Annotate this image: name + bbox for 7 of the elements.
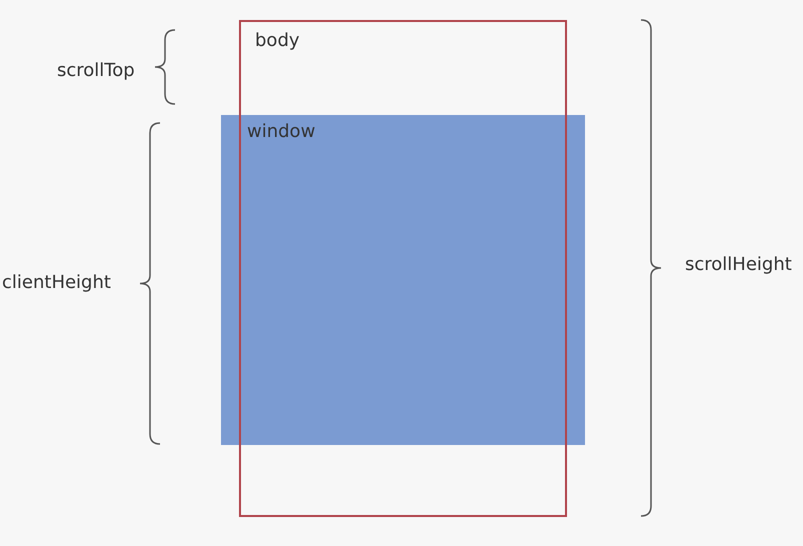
body-outline (239, 20, 567, 517)
dimension-label: scrollHeight (685, 254, 792, 275)
body-label: body (255, 30, 300, 51)
window-area (221, 115, 585, 445)
dimension-label: clientHeight (2, 272, 111, 293)
dimension-label: scrollTop (57, 60, 135, 81)
window-label: window (247, 121, 316, 142)
